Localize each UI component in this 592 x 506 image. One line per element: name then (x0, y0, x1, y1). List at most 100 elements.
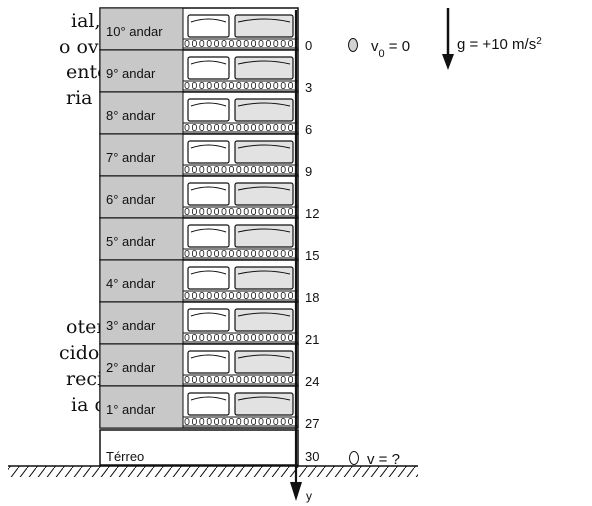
floor: 3° andar 21 (99, 301, 319, 347)
baluster (265, 334, 271, 341)
window-large (234, 224, 294, 248)
baluster (221, 418, 227, 425)
window-large (234, 308, 294, 332)
baluster (243, 40, 249, 47)
baluster (228, 292, 234, 299)
baluster (243, 292, 249, 299)
baluster (243, 166, 249, 173)
baluster (228, 376, 234, 383)
window-small-arch (190, 102, 227, 107)
baluster (265, 292, 271, 299)
baluster (251, 334, 257, 341)
baluster (273, 208, 279, 215)
baluster (280, 40, 286, 47)
floor-wall (99, 133, 184, 177)
window-large (234, 98, 294, 122)
baluster (221, 166, 227, 173)
window-small-arch (190, 18, 227, 23)
floor-height-mark: 27 (305, 416, 319, 431)
gravity-exponent: 2 (536, 36, 542, 47)
baluster (251, 166, 257, 173)
window-large (234, 392, 294, 416)
baluster (265, 166, 271, 173)
baluster (288, 418, 294, 425)
baluster (184, 334, 190, 341)
baluster (258, 208, 264, 215)
floor-wall (99, 385, 184, 429)
baluster (199, 124, 205, 131)
window-large (234, 140, 294, 164)
baluster (199, 334, 205, 341)
baluster (265, 124, 271, 131)
window-small-arch (190, 312, 227, 317)
baluster (199, 208, 205, 215)
window-large-arch (237, 354, 291, 359)
window-large (234, 14, 294, 38)
baluster (184, 208, 190, 215)
floor-label: 2° andar (106, 360, 156, 375)
floor-label: 8° andar (106, 108, 156, 123)
baluster (184, 250, 190, 257)
baluster (199, 418, 205, 425)
baluster (273, 418, 279, 425)
floor-wall (99, 259, 184, 303)
baluster (199, 292, 205, 299)
baluster (280, 208, 286, 215)
baluster (236, 250, 242, 257)
floor-wall (99, 49, 184, 93)
floor-label: 1° andar (106, 402, 156, 417)
baluster (214, 82, 220, 89)
window-small-arch (190, 396, 227, 401)
baluster (206, 250, 212, 257)
baluster (236, 166, 242, 173)
baluster (228, 208, 234, 215)
baluster (288, 376, 294, 383)
window-small-arch (190, 60, 227, 65)
floor-label: 7° andar (106, 150, 156, 165)
baluster (243, 250, 249, 257)
baluster (288, 82, 294, 89)
floor-wall (99, 217, 184, 261)
floor-height-mark: 3 (305, 80, 312, 95)
baluster (228, 40, 234, 47)
baluster (214, 250, 220, 257)
initial-velocity-label: v0 = 0 (371, 38, 410, 60)
baluster (258, 166, 264, 173)
floor-label: 3° andar (106, 318, 156, 333)
baluster (214, 334, 220, 341)
window-large-arch (237, 18, 291, 23)
baluster (191, 208, 197, 215)
window-large-arch (237, 270, 291, 275)
baluster (199, 40, 205, 47)
window-small (187, 392, 230, 416)
baluster (251, 292, 257, 299)
baluster (251, 82, 257, 89)
baluster (273, 376, 279, 383)
baluster (236, 40, 242, 47)
baluster (280, 376, 286, 383)
window-large (234, 350, 294, 374)
baluster (288, 292, 294, 299)
floor-height-mark: 24 (305, 374, 319, 389)
floor-height-mark: 6 (305, 122, 312, 137)
baluster (288, 208, 294, 215)
baluster (228, 418, 234, 425)
window-small (187, 182, 230, 206)
baluster (258, 82, 264, 89)
baluster (191, 292, 197, 299)
baluster (280, 250, 286, 257)
baluster (191, 334, 197, 341)
y-axis: y (290, 10, 312, 503)
baluster (265, 250, 271, 257)
floor-height-mark: 21 (305, 332, 319, 347)
ground-floor: Térreo 30 (99, 429, 319, 466)
baluster (273, 292, 279, 299)
floor-height-mark: 18 (305, 290, 319, 305)
initial-velocity-symbol: v (371, 38, 379, 55)
baluster (265, 40, 271, 47)
baluster (251, 124, 257, 131)
window-large-arch (237, 60, 291, 65)
baluster (206, 40, 212, 47)
